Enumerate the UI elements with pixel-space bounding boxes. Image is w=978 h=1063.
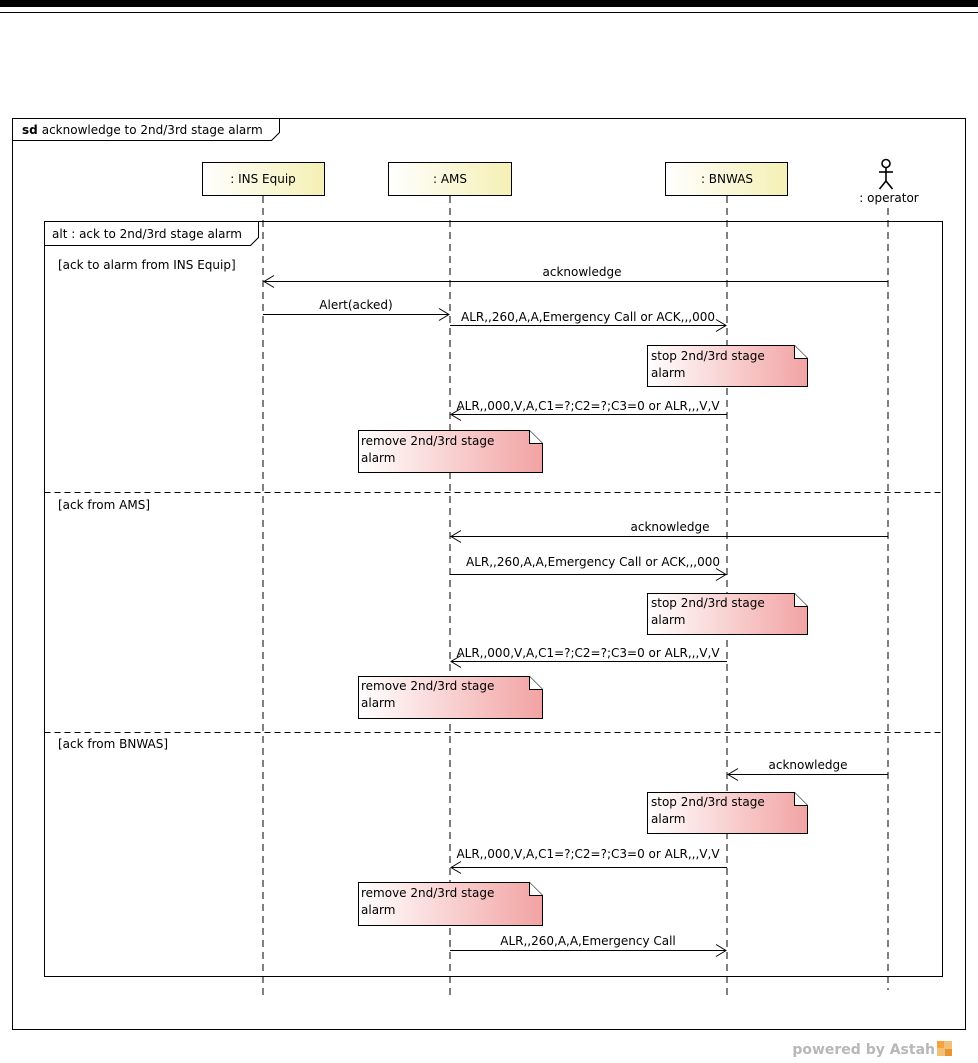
message-label: ALR,,260,A,A,Emergency Call or ACK,,,000 [461,310,715,324]
note-line: alarm [651,366,685,380]
note-line: alarm [361,903,395,917]
astah-watermark: powered by Astah [792,1041,952,1058]
alt-fragment-label: alt : ack to 2nd/3rd stage alarm [52,227,242,241]
message-label: Alert(acked) [319,298,392,312]
message-alr-260-emergency-call[interactable]: ALR,,260,A,A,Emergency Call [450,934,727,957]
participant-operator[interactable]: : operator [859,158,919,206]
message-alr-000[interactable]: ALR,,000,V,A,C1=?;C2=?;C3=0 or ALR,,,V,V [450,646,727,668]
header-rule-thick [0,0,978,7]
guard-ack-from-ams: [ack from AMS] [58,498,150,512]
message-label: ALR,,000,V,A,C1=?;C2=?;C3=0 or ALR,,,V,V [456,646,720,660]
alt-fragment: alt : ack to 2nd/3rd stage alarm [ack to… [44,221,943,977]
note-line: stop 2nd/3rd stage [651,596,765,610]
participant-operator-label: : operator [859,191,919,205]
message-acknowledge[interactable]: acknowledge [727,758,888,781]
note-line: remove 2nd/3rd stage [361,434,494,448]
note-remove-alarm[interactable]: remove 2nd/3rd stage alarm [358,882,543,926]
message-label: ALR,,260,A,A,Emergency Call or ACK,,,000 [466,555,720,569]
note-stop-alarm[interactable]: stop 2nd/3rd stage alarm [647,345,808,387]
note-remove-alarm[interactable]: remove 2nd/3rd stage alarm [358,430,543,473]
participant-ams-label: : AMS [433,172,467,186]
message-label: acknowledge [769,758,848,772]
note-line: alarm [361,696,395,710]
message-alr-000[interactable]: ALR,,000,V,A,C1=?;C2=?;C3=0 or ALR,,,V,V [450,399,727,421]
note-line: stop 2nd/3rd stage [651,795,765,809]
astah-logo-icon [937,1041,952,1056]
message-label: acknowledge [543,265,622,279]
guard-ack-from-ins-equip: [ack to alarm from INS Equip] [58,258,236,272]
message-alr-260[interactable]: ALR,,260,A,A,Emergency Call or ACK,,,000 [450,310,727,332]
message-acknowledge[interactable]: acknowledge [263,265,888,288]
participant-ins-equip-label: : INS Equip [230,172,296,186]
guard-ack-from-bnwas: [ack from BNWAS] [58,737,168,751]
watermark-text: powered by Astah [792,1042,935,1058]
note-remove-alarm[interactable]: remove 2nd/3rd stage alarm [358,676,543,719]
message-acknowledge[interactable]: acknowledge [450,520,888,543]
note-line: alarm [361,451,395,465]
message-label: ALR,,000,V,A,C1=?;C2=?;C3=0 or ALR,,,V,V [456,399,720,413]
note-line: alarm [651,613,685,627]
note-line: remove 2nd/3rd stage [361,679,494,693]
participant-ins-equip[interactable]: : INS Equip [202,162,325,196]
message-label: acknowledge [631,520,710,534]
note-stop-alarm[interactable]: stop 2nd/3rd stage alarm [647,593,808,635]
actor-icon [878,158,894,190]
message-label: ALR,,260,A,A,Emergency Call [500,934,676,948]
note-stop-alarm[interactable]: stop 2nd/3rd stage alarm [647,792,808,834]
participant-bnwas-label: : BNWAS [701,172,753,186]
participant-ams[interactable]: : AMS [388,162,512,196]
note-line: alarm [651,812,685,826]
message-alert-acked[interactable]: Alert(acked) [263,298,450,321]
message-alr-260[interactable]: ALR,,260,A,A,Emergency Call or ACK,,,000 [450,555,727,581]
message-label: ALR,,000,V,A,C1=?;C2=?;C3=0 or ALR,,,V,V [456,847,720,861]
participant-bnwas[interactable]: : BNWAS [665,162,788,196]
note-line: remove 2nd/3rd stage [361,886,494,900]
note-line: stop 2nd/3rd stage [651,349,765,363]
message-alr-000[interactable]: ALR,,000,V,A,C1=?;C2=?;C3=0 or ALR,,,V,V [450,847,727,874]
